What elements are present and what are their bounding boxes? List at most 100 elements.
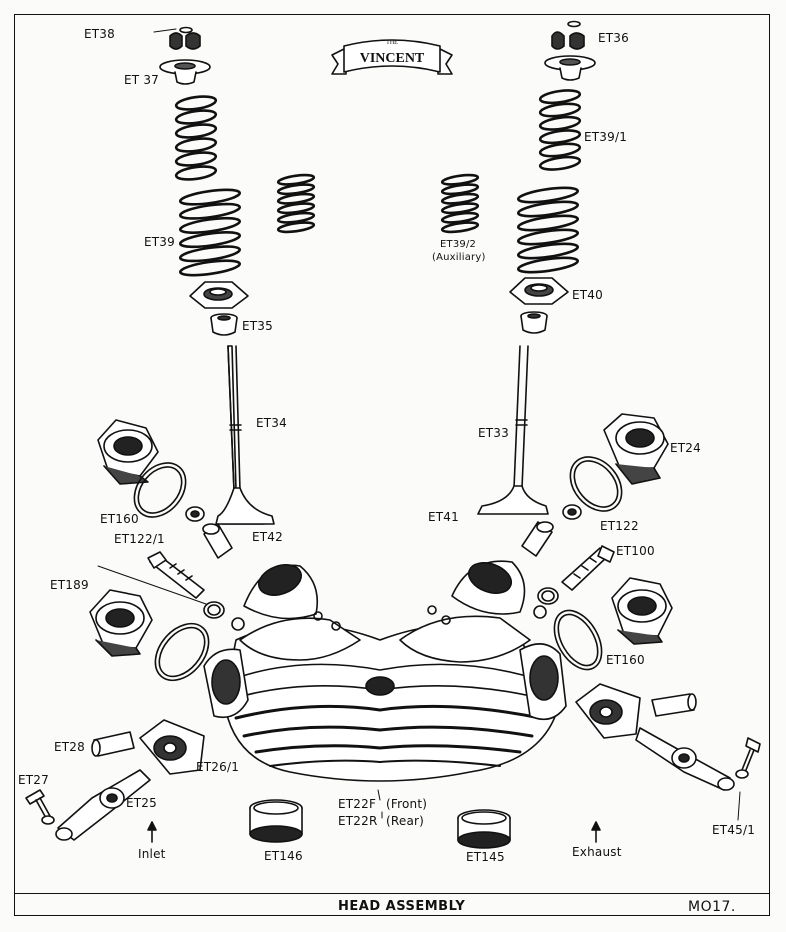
spring-coil xyxy=(538,155,582,171)
rocker-spindle-right xyxy=(651,693,697,717)
valve-guide-right xyxy=(520,311,548,334)
spring-coil xyxy=(516,214,580,232)
spring-coil xyxy=(178,202,242,220)
rocker-bush-left-et26-1 xyxy=(139,719,205,775)
spring-seat-right xyxy=(509,277,569,305)
logo-small-text: THE xyxy=(386,40,398,46)
label-et22r: ET22R xyxy=(338,814,378,828)
label-et27: ET27 xyxy=(18,773,49,787)
label-et38: ET38 xyxy=(84,27,115,41)
logo-text: VINCENT xyxy=(360,51,425,66)
exhaust-valve-et33 xyxy=(477,345,549,515)
spring-coil xyxy=(440,221,480,234)
ring-et146 xyxy=(249,799,303,843)
label-et25: ET25 xyxy=(126,796,157,810)
spring-coil xyxy=(538,115,582,131)
spring-aux-left xyxy=(276,173,316,234)
sealing-ring-et160-left xyxy=(133,462,187,518)
spring-coil xyxy=(516,228,580,246)
washer-et189 xyxy=(203,601,225,619)
rocker-bush-right xyxy=(575,683,641,739)
oil-union-et42 xyxy=(202,523,233,559)
label-et45-1: ET45/1 xyxy=(712,823,756,837)
spring-coil xyxy=(174,95,218,111)
spring-coil xyxy=(178,188,242,206)
spring-coil xyxy=(276,173,316,186)
rocker-arm-right xyxy=(635,727,735,791)
title-block xyxy=(14,893,770,916)
label-et22f: ET22F xyxy=(338,797,377,811)
spring-coil xyxy=(178,231,242,249)
spring-coil xyxy=(516,242,580,260)
label-et26-1: ET26/1 xyxy=(196,760,240,774)
label-et41: ET41 xyxy=(428,510,459,524)
label-et122: ET122 xyxy=(600,519,639,533)
spring-coil xyxy=(440,211,480,224)
cylinder-head-et22 xyxy=(203,560,567,782)
spring-coil xyxy=(440,202,480,215)
spring-coil xyxy=(276,211,316,224)
valve-collets-left xyxy=(169,26,201,50)
spring-coil xyxy=(178,259,242,277)
spring-seat-left xyxy=(189,281,249,309)
spring-aux-right xyxy=(440,173,480,234)
label-auxiliary: (Auxiliary) xyxy=(432,252,486,263)
drawing-code: MO17. xyxy=(688,899,736,915)
label-et42: ET42 xyxy=(252,530,283,544)
label-et160-right: ET160 xyxy=(606,653,645,667)
washer-et122 xyxy=(562,504,582,520)
label-et39-1: ET39/1 xyxy=(584,130,628,144)
label-rear: (Rear) xyxy=(386,814,425,828)
spring-coil xyxy=(174,137,218,153)
label-et160-left: ET160 xyxy=(100,512,139,526)
spring-coil xyxy=(174,151,218,167)
label-et33: ET33 xyxy=(478,426,509,440)
rocker-cap-et24 xyxy=(603,413,669,485)
rocker-cap-lower-right xyxy=(611,577,673,645)
spring-coil xyxy=(276,202,316,215)
label-et100: ET100 xyxy=(616,544,655,558)
label-et40: ET40 xyxy=(572,288,603,302)
spring-outer-right-lower xyxy=(516,186,580,274)
rocker-cap-lower-left xyxy=(89,589,153,657)
inlet-arrow-icon xyxy=(147,821,157,843)
leader-lines xyxy=(97,28,741,821)
rocker-cap-upper-left xyxy=(97,419,159,485)
washer-right xyxy=(537,587,559,605)
label-et122-1: ET122/1 xyxy=(114,532,165,546)
sealing-ring-et160-right xyxy=(553,609,603,671)
oil-union-et41 xyxy=(521,521,554,557)
spring-inner-left-upper xyxy=(174,95,218,181)
label-inlet: Inlet xyxy=(138,847,166,861)
spring-coil xyxy=(538,142,582,158)
drawing-border xyxy=(14,14,770,916)
spring-coil xyxy=(174,123,218,139)
label-et146: ET146 xyxy=(264,849,303,863)
spring-collar-left xyxy=(159,59,211,85)
spring-coil xyxy=(174,109,218,125)
label-exhaust: Exhaust xyxy=(572,845,622,859)
spring-coil xyxy=(276,183,316,196)
spring-coil xyxy=(174,165,218,181)
banjo-bolt-left xyxy=(147,551,205,599)
spring-collar-right xyxy=(544,55,596,81)
spring-coil xyxy=(516,186,580,204)
spring-outer-left-lower xyxy=(178,188,242,277)
spring-coil xyxy=(538,89,582,105)
label-et28: ET28 xyxy=(54,740,85,754)
sealing-ring-upper-right xyxy=(569,456,623,512)
ring-et145 xyxy=(457,809,511,849)
tappet-adjuster-et27 xyxy=(25,789,55,825)
valve-collets-right xyxy=(551,20,585,50)
label-et37: ET 37 xyxy=(124,73,159,87)
exhaust-arrow-icon xyxy=(591,821,601,843)
label-et39-2: ET39/2 xyxy=(440,239,477,250)
spring-inner-right-upper xyxy=(538,89,582,171)
vincent-logo: THE VINCENT xyxy=(331,39,453,75)
label-et24: ET24 xyxy=(670,441,701,455)
rocker-arm-et25 xyxy=(55,769,151,841)
label-et189: ET189 xyxy=(50,578,89,592)
spring-coil xyxy=(276,192,316,205)
label-et36: ET36 xyxy=(598,31,629,45)
